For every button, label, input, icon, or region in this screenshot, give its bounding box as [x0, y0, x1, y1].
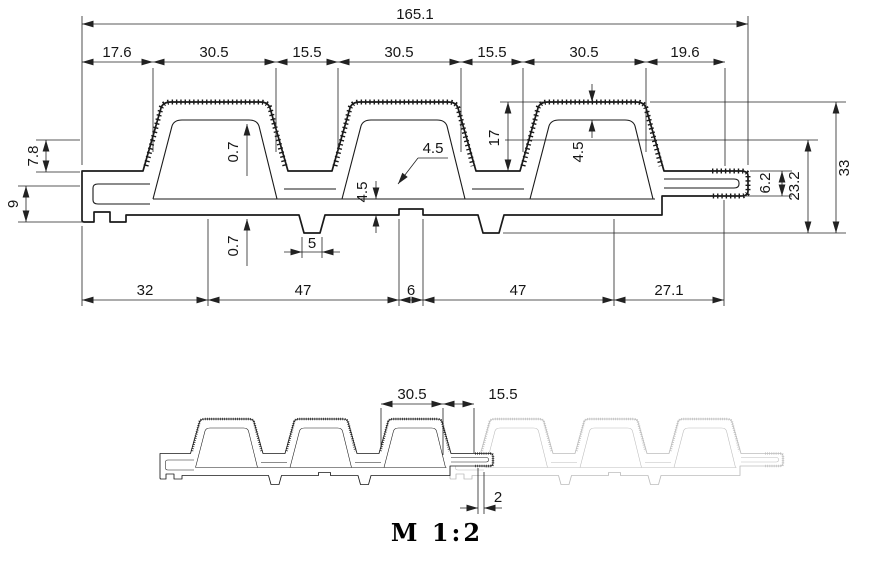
dim-detail-offset: 2	[494, 489, 502, 506]
dim-wall-b: 4.5	[570, 142, 587, 163]
dim-top-seg-5: 30.5	[569, 44, 598, 61]
dim-right-mid: 23.2	[786, 171, 803, 200]
dim-detail-rib: 30.5	[397, 386, 426, 403]
dim-bottom-seg-4: 27.1	[654, 282, 683, 299]
dim-top-seg-3: 30.5	[384, 44, 413, 61]
dim-detail-gap: 15.5	[488, 386, 517, 403]
dim-top-seg-0: 17.6	[102, 44, 131, 61]
dim-wall-bottom: 0.7	[225, 236, 242, 257]
dim-bottom-seg-1: 47	[295, 282, 312, 299]
dimension-annotations: 165.1 17.6 30.5 15.5 30.5 15.5 30.5 19.6…	[5, 6, 853, 306]
detail-profile-right	[448, 417, 785, 486]
dim-top-seg-1: 30.5	[199, 44, 228, 61]
dim-top-seg-2: 15.5	[292, 44, 321, 61]
dim-wall-top: 0.7	[225, 142, 242, 163]
dim-right-tongue: 6.2	[757, 173, 774, 194]
scale-caption: M 1:2	[391, 518, 483, 547]
dim-bottom-seg-0: 32	[137, 282, 154, 299]
dim-top-seg-6: 19.6	[670, 44, 699, 61]
dim-rib-height: 17	[486, 130, 503, 147]
dim-left-hook: 9	[5, 200, 22, 208]
dim-foot-width: 5	[308, 235, 316, 252]
dim-left-lip: 7.8	[25, 146, 42, 167]
dim-wall-a: 4.5	[354, 182, 371, 203]
main-profile-section	[82, 102, 748, 233]
detail-annotations: 30.5 15.5 2	[380, 386, 518, 514]
dim-wall-leader: 4.5	[423, 140, 444, 157]
dim-bottom-seg-2: 6	[407, 282, 415, 299]
dim-overall-width: 165.1	[396, 6, 434, 23]
dim-top-seg-4: 15.5	[477, 44, 506, 61]
dim-bottom-seg-3: 47	[510, 282, 527, 299]
dim-right-overall: 33	[836, 160, 853, 177]
